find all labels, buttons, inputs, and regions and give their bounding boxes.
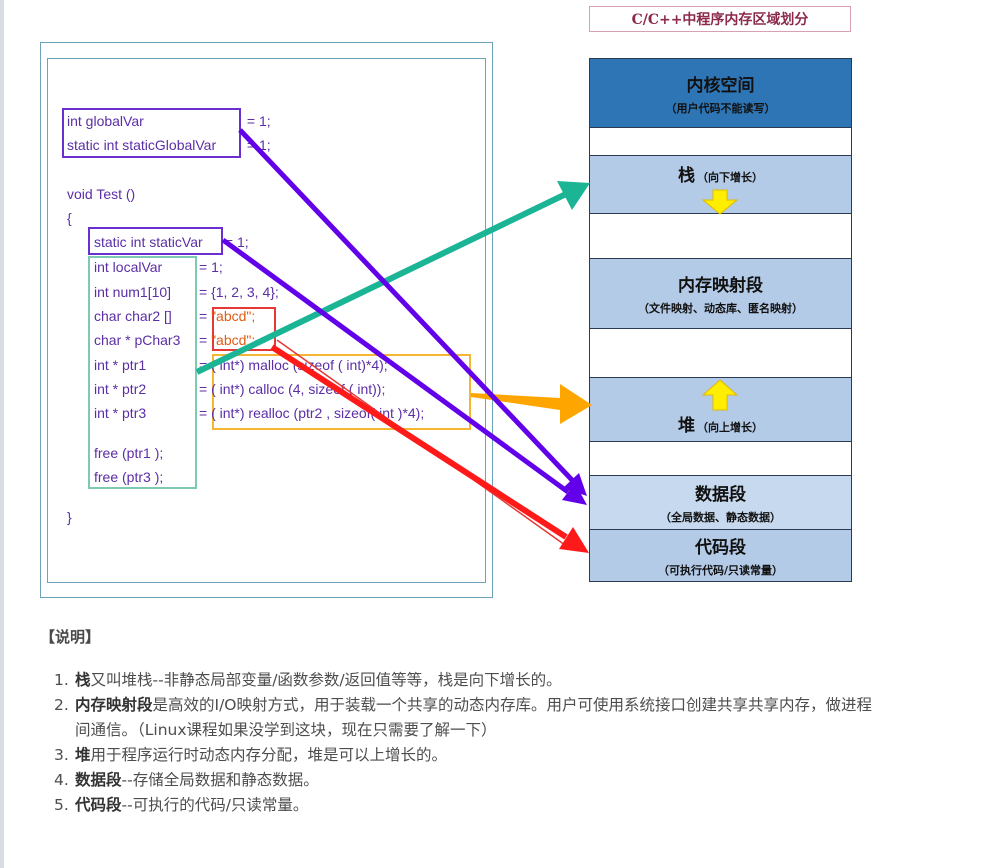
segment-note: （全局数据、静态数据） xyxy=(660,511,781,524)
code-line-static-global: static int staticGlobalVar xyxy=(67,137,217,153)
segment-gap xyxy=(589,442,852,476)
note-number: 2. xyxy=(54,696,69,714)
arrow-globals-to-data xyxy=(238,128,574,482)
segment-label: 栈 xyxy=(678,166,695,186)
code-decl-ptr3: int * ptr3 xyxy=(94,405,147,421)
code-free-ptr1: free (ptr1 ); xyxy=(94,445,164,461)
note-number: 4. xyxy=(54,771,69,789)
code-decl-ptr1: int * ptr1 xyxy=(94,357,147,373)
segment-label: 堆 xyxy=(678,416,695,436)
note-text: 又叫堆栈--非静态局部变量/函数参数/返回值等等，栈是向下增长的。 xyxy=(90,671,562,689)
segment-data: 数据段 （全局数据、静态数据） xyxy=(589,476,852,530)
arrow-heap-alloc-to-heap xyxy=(471,384,592,424)
code-decl-char2: char char2 [] xyxy=(94,308,172,324)
diagram-title: C/C++中程序内存区域划分 xyxy=(589,6,851,32)
segment-note: （可执行代码/只读常量） xyxy=(657,564,784,577)
note-number: 1. xyxy=(54,671,69,689)
segment-text: 代码段 （可执行代码/只读常量） xyxy=(589,530,852,582)
heap-up-arrow-icon xyxy=(701,379,739,411)
segment-note: （文件映射、动态库、匿名映射） xyxy=(638,302,803,315)
code-decl-ptr2: int * ptr2 xyxy=(94,381,147,397)
arrow-locals-to-stack xyxy=(195,191,568,375)
note-term: 内存映射段 xyxy=(75,696,153,714)
code-init-num1: = {1, 2, 3, 4}; xyxy=(199,284,279,300)
note-item: 4. 数据段--存储全局数据和静态数据。 xyxy=(54,768,875,793)
code-line-close-brace: } xyxy=(67,509,72,525)
code-decl-pchar3: char * pChar3 xyxy=(94,332,181,348)
arrow-literal-to-code xyxy=(270,344,568,540)
note-term: 堆 xyxy=(75,746,91,764)
code-text: int globalVar xyxy=(67,113,144,129)
note-item: 2. 内存映射段是高效的I/O映射方式，用于装载一个共享的动态内存库。用户可使用系… xyxy=(54,693,875,743)
note-text: 用于程序运行时动态内存分配，堆是可以上增长的。 xyxy=(90,746,448,764)
segment-kernel: 内核空间 （用户代码不能读写） xyxy=(589,58,852,128)
note-text: --可执行的代码/只读常量。 xyxy=(121,796,309,814)
segment-mmap: 内存映射段 （文件映射、动态库、匿名映射） xyxy=(589,259,852,329)
code-init-char2: = "abcd"; xyxy=(199,307,255,325)
segment-gap xyxy=(589,214,852,259)
string-literal: "abcd"; xyxy=(211,332,256,348)
code-line-global: int globalVar xyxy=(67,112,144,130)
segment-note: （用户代码不能读写） xyxy=(665,101,776,115)
code-line-global-init: = 1; xyxy=(243,113,271,129)
code-decl-num1: int num1[10] xyxy=(94,284,172,300)
equals-sign: = xyxy=(199,332,212,348)
note-item: 3. 堆用于程序运行时动态内存分配，堆是可以上增长的。 xyxy=(54,743,875,768)
note-item: 5. 代码段--可执行的代码/只读常量。 xyxy=(54,793,875,818)
equals-sign: = xyxy=(199,308,212,324)
code-panel-inner xyxy=(47,58,486,583)
note-term: 数据段 xyxy=(75,771,122,789)
code-init-pchar3: = "abcd"; xyxy=(199,331,255,349)
left-border xyxy=(0,0,4,868)
note-text: 是高效的I/O映射方式，用于装载一个共享的动态内存库。用户可使用系统接口创建共享… xyxy=(75,696,873,739)
note-item: 1. 栈又叫堆栈--非静态局部变量/函数参数/返回值等等，栈是向下增长的。 xyxy=(54,668,875,693)
code-line-open-brace: { xyxy=(67,210,72,226)
arrow-head xyxy=(562,483,587,505)
code-panel-outer xyxy=(40,42,493,598)
stack-down-arrow-icon xyxy=(701,189,739,215)
note-text: --存储全局数据和静态数据。 xyxy=(121,771,319,789)
string-literal: "abcd"; xyxy=(211,308,256,324)
code-init-ptr3: = ( int*) realloc (ptr2 , sizeof( int )*… xyxy=(199,405,425,421)
code-line-static-var: static int staticVar xyxy=(94,234,203,250)
segment-label: 代码段 xyxy=(695,538,746,558)
code-line-function: void Test () xyxy=(67,186,136,202)
notes-heading: 【说明】 xyxy=(40,628,101,646)
code-init-local: = 1; xyxy=(199,259,223,275)
static-var-box xyxy=(88,227,223,255)
notes-list: 1. 栈又叫堆栈--非静态局部变量/函数参数/返回值等等，栈是向下增长的。 2. 内… xyxy=(54,668,875,818)
arrow-head xyxy=(559,527,589,553)
note-number: 5. xyxy=(54,796,69,814)
segment-note: （向上增长） xyxy=(697,421,763,434)
segment-label: 内存映射段 xyxy=(678,276,763,296)
segment-gap xyxy=(589,329,852,378)
arrow-head xyxy=(557,181,590,210)
local-vars-box xyxy=(88,256,197,489)
note-term: 栈 xyxy=(75,671,91,689)
segment-gap xyxy=(589,128,852,156)
note-term: 代码段 xyxy=(75,796,122,814)
arrow-static-to-data xyxy=(221,237,570,495)
code-free-ptr3: free (ptr3 ); xyxy=(94,469,164,485)
note-number: 3. xyxy=(54,746,69,764)
segment-note: （向下增长） xyxy=(697,171,763,184)
heap-alloc-box xyxy=(212,354,471,430)
code-decl-local: int localVar xyxy=(94,259,163,275)
segment-label: 内核空间 xyxy=(686,75,755,96)
segment-label: 数据段 xyxy=(695,485,746,505)
